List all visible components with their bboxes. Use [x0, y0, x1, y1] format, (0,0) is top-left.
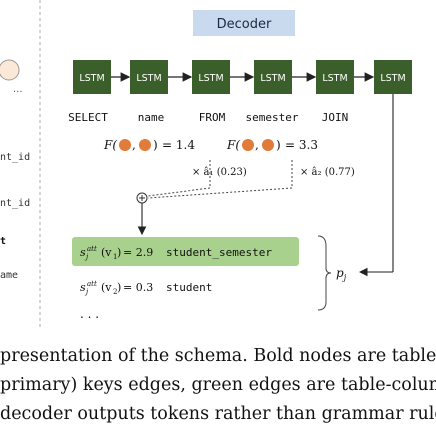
- schema-node: [0, 59, 20, 81]
- svg-text:att: att: [87, 245, 97, 253]
- lstm-label: LSTM: [322, 73, 347, 84]
- token-from: FROM: [199, 111, 226, 124]
- s2-label: student: [166, 281, 212, 294]
- lstm-label: LSTM: [198, 73, 223, 84]
- svg-text:,: ,: [132, 138, 136, 152]
- score-semester-value: = 3.3: [285, 138, 318, 152]
- lstm-cell-2: LSTM: [130, 60, 168, 94]
- svg-text:att: att: [87, 280, 97, 288]
- orange-node-icon: [262, 139, 274, 151]
- svg-text:(v: (v: [101, 281, 112, 294]
- attention-line-1: [147, 160, 211, 197]
- pj-label: pj: [336, 266, 347, 282]
- attention-weight-1: × â₁ (0.23): [192, 167, 247, 178]
- s2-score: s att j (v 2 ) = 0.3: [80, 280, 153, 296]
- score-formula-name: F( , ) = 1.4: [103, 138, 195, 152]
- lstm-label: LSTM: [380, 73, 405, 84]
- highlight-row: [72, 237, 299, 266]
- figure-caption: presentation of the schema. Bold nodes a…: [0, 342, 436, 429]
- lstm-cell-4: LSTM: [254, 60, 292, 94]
- svg-text:,: ,: [255, 138, 259, 152]
- s1-score: s att j (v 1 ) = 2.9: [80, 245, 153, 261]
- caption-line-1: presentation of the schema. Bold nodes a…: [0, 346, 436, 366]
- score-name-value: = 1.4: [162, 138, 195, 152]
- score-formula-semester: F( , ) = 3.3: [226, 138, 318, 152]
- caption-line-3: decoder outputs tokens rather than gramm…: [0, 404, 436, 424]
- svg-text:): ): [153, 138, 158, 152]
- token-name: name: [138, 111, 165, 124]
- orange-node-icon: [139, 139, 151, 151]
- svg-text:): ): [117, 281, 121, 294]
- svg-text:F(: F(: [226, 138, 240, 152]
- svg-text:): ): [276, 138, 281, 152]
- left-fragment-0: ...: [13, 84, 23, 95]
- lstm-label: LSTM: [136, 73, 161, 84]
- orange-node-icon: [119, 139, 131, 151]
- s2-value: = 0.3: [123, 281, 153, 294]
- svg-text:F(: F(: [103, 138, 117, 152]
- svg-text:1: 1: [113, 253, 117, 261]
- lstm-cell-5: LSTM: [316, 60, 354, 94]
- left-fragment-1: nt_id: [0, 152, 30, 163]
- decoder-title: Decoder: [217, 17, 272, 32]
- left-fragment-3: t: [0, 236, 6, 247]
- orange-node-icon: [242, 139, 254, 151]
- left-fragment-2: nt_id: [0, 198, 30, 209]
- svg-text:): ): [117, 246, 121, 259]
- token-join: JOIN: [322, 111, 349, 124]
- svg-text:2: 2: [113, 288, 117, 296]
- svg-text:s: s: [80, 246, 86, 259]
- s1-label: student_semester: [166, 246, 272, 259]
- svg-text:j: j: [84, 288, 89, 296]
- lstm-label: LSTM: [260, 73, 285, 84]
- lstm-cell-6: LSTM: [374, 60, 412, 94]
- left-fragment-4: ame: [0, 270, 18, 281]
- attention-line-2: [147, 160, 293, 199]
- more-rows-ellipsis: . . .: [80, 307, 99, 321]
- decoder-figure: ... nt_id nt_id t ame Decoder LSTM LSTM …: [0, 0, 412, 330]
- token-select: SELECT: [68, 111, 108, 124]
- lstm-label: LSTM: [79, 73, 104, 84]
- lstm-cell-1: LSTM: [73, 60, 111, 94]
- attention-weight-2: × â₂ (0.77): [300, 167, 355, 178]
- token-semester: semester: [246, 111, 299, 124]
- svg-text:j: j: [84, 253, 89, 261]
- svg-text:(v: (v: [101, 246, 112, 259]
- lstm-cell-3: LSTM: [192, 60, 230, 94]
- caption-line-2: primary) keys edges, green edges are tab…: [0, 375, 436, 395]
- distribution-bracket: [317, 235, 332, 311]
- svg-text:s: s: [80, 281, 86, 294]
- decoder-title-box: [193, 10, 295, 36]
- s1-value: = 2.9: [123, 246, 153, 259]
